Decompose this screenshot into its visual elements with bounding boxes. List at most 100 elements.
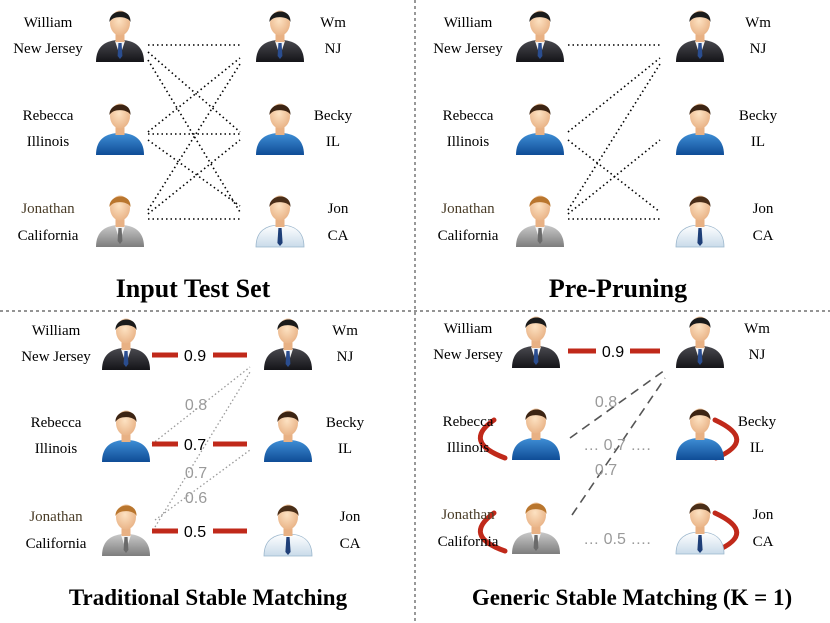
match-scores: 0.9 0.7 0.5: [184, 348, 206, 541]
man-suit-icon: [102, 318, 150, 370]
score-label: … 0.5 ….: [583, 531, 651, 548]
left-name-1: William: [24, 15, 73, 31]
right-name-1: Wm: [332, 323, 358, 339]
self-loop: [477, 417, 508, 461]
left-state-2: Illinois: [447, 134, 490, 150]
woman-blue-icon: [676, 408, 724, 460]
left-name-1: William: [444, 15, 493, 31]
right-state-3: CA: [328, 228, 349, 244]
panel-title: Traditional Stable Matching: [69, 585, 348, 610]
man-shirt-icon: [675, 502, 725, 555]
left-name-2: Rebecca: [443, 108, 494, 124]
right-name-3: Jon: [340, 509, 361, 525]
score-label: 0.7: [185, 465, 207, 482]
panel-pre-pruning: William New Jersey Rebecca Illinois Jona…: [433, 15, 777, 303]
panel-traditional-stable-matching: 0.9 0.7 0.5 0.8 0.7 0.6 William New Jers…: [21, 323, 364, 610]
left-name-3: Jonathan: [441, 201, 495, 217]
woman-blue-icon: [264, 410, 312, 462]
right-state-2: IL: [751, 134, 765, 150]
man-suit-icon: [676, 10, 724, 62]
man-suit-icon: [516, 10, 564, 62]
panel-title: Pre-Pruning: [549, 274, 687, 303]
panel-title: Generic Stable Matching (K = 1): [472, 585, 792, 610]
right-name-2: Becky: [314, 108, 353, 124]
score-label: 0.8: [185, 397, 207, 414]
left-state-1: New Jersey: [433, 347, 503, 363]
right-state-1: NJ: [337, 349, 354, 365]
left-name-2: Rebecca: [443, 414, 494, 430]
man-gray-suit-icon: [102, 504, 150, 556]
man-suit-icon: [96, 10, 144, 62]
man-shirt-icon: [675, 195, 725, 248]
match-score-1: 0.9: [602, 344, 624, 361]
right-name-2: Becky: [739, 108, 778, 124]
other-scores: 0.8 0.7 0.6: [185, 397, 207, 507]
left-name-1: William: [32, 323, 81, 339]
left-name-1: William: [444, 321, 493, 337]
left-state-3: California: [438, 228, 499, 244]
man-gray-suit-icon: [96, 195, 144, 247]
right-name-3: Jon: [328, 201, 349, 217]
score-label: 0.8: [595, 394, 617, 411]
right-name-1: Wm: [745, 15, 771, 31]
right-state-2: IL: [338, 441, 352, 457]
left-state-1: New Jersey: [13, 41, 83, 57]
woman-blue-icon: [102, 410, 150, 462]
self-loop: [477, 510, 508, 554]
woman-blue-icon: [256, 103, 304, 155]
left-name-3: Jonathan: [29, 509, 83, 525]
left-records: William New Jersey Rebecca Illinois Jona…: [433, 15, 503, 244]
links-all-pairs: [147, 44, 241, 220]
right-name-3: Jon: [753, 201, 774, 217]
match-bars: [152, 352, 247, 534]
right-state-2: IL: [326, 134, 340, 150]
left-state-2: Illinois: [27, 134, 70, 150]
woman-blue-icon: [96, 103, 144, 155]
right-state-3: CA: [753, 228, 774, 244]
score-label: 0.7: [595, 462, 617, 479]
non-matching-links: [151, 366, 251, 528]
right-records: Wm NJ Becky IL Jon CA: [314, 15, 353, 244]
non-matching-links: [569, 369, 666, 516]
avatars: [96, 10, 725, 557]
woman-blue-icon: [512, 408, 560, 460]
right-state-3: CA: [340, 536, 361, 552]
match-score-3: 0.5: [184, 524, 206, 541]
right-state-1: NJ: [325, 41, 342, 57]
left-records: William New Jersey Rebecca Illinois Jona…: [433, 321, 503, 550]
left-state-2: Illinois: [35, 441, 78, 457]
right-name-1: Wm: [320, 15, 346, 31]
right-name-3: Jon: [753, 507, 774, 523]
left-state-3: California: [26, 536, 87, 552]
man-suit-icon: [264, 318, 312, 370]
man-gray-suit-icon: [512, 502, 560, 554]
left-state-2: Illinois: [447, 440, 490, 456]
left-state-1: New Jersey: [21, 349, 91, 365]
score-label: 0.6: [185, 490, 207, 507]
woman-blue-icon: [676, 103, 724, 155]
man-shirt-icon: [255, 195, 305, 248]
left-name-3: Jonathan: [441, 507, 495, 523]
other-scores: 0.8 … 0.7 …. 0.7 … 0.5 ….: [583, 394, 651, 548]
left-state-3: California: [438, 534, 499, 550]
left-state-1: New Jersey: [433, 41, 503, 57]
panel-title: Input Test Set: [116, 274, 271, 303]
right-state-1: NJ: [749, 347, 766, 363]
panel-input-test-set: William New Jersey Rebecca Illinois Jona…: [13, 15, 352, 303]
right-state-1: NJ: [750, 41, 767, 57]
right-state-2: IL: [750, 440, 764, 456]
right-name-2: Becky: [326, 415, 365, 431]
man-suit-icon: [676, 316, 724, 368]
man-gray-suit-icon: [516, 195, 564, 247]
right-name-2: Becky: [738, 414, 777, 430]
links-pruned-pairs: [567, 44, 661, 220]
panel-generic-stable-matching: 0.9 0.8 … 0.7 …. 0.7 … 0.5 …. William Ne…: [433, 321, 792, 610]
match-score-1: 0.9: [184, 348, 206, 365]
left-state-3: California: [18, 228, 79, 244]
right-name-1: Wm: [744, 321, 770, 337]
right-state-3: CA: [753, 534, 774, 550]
man-suit-icon: [512, 316, 560, 368]
man-shirt-icon: [263, 504, 313, 557]
match-score-2: 0.7: [184, 437, 206, 454]
